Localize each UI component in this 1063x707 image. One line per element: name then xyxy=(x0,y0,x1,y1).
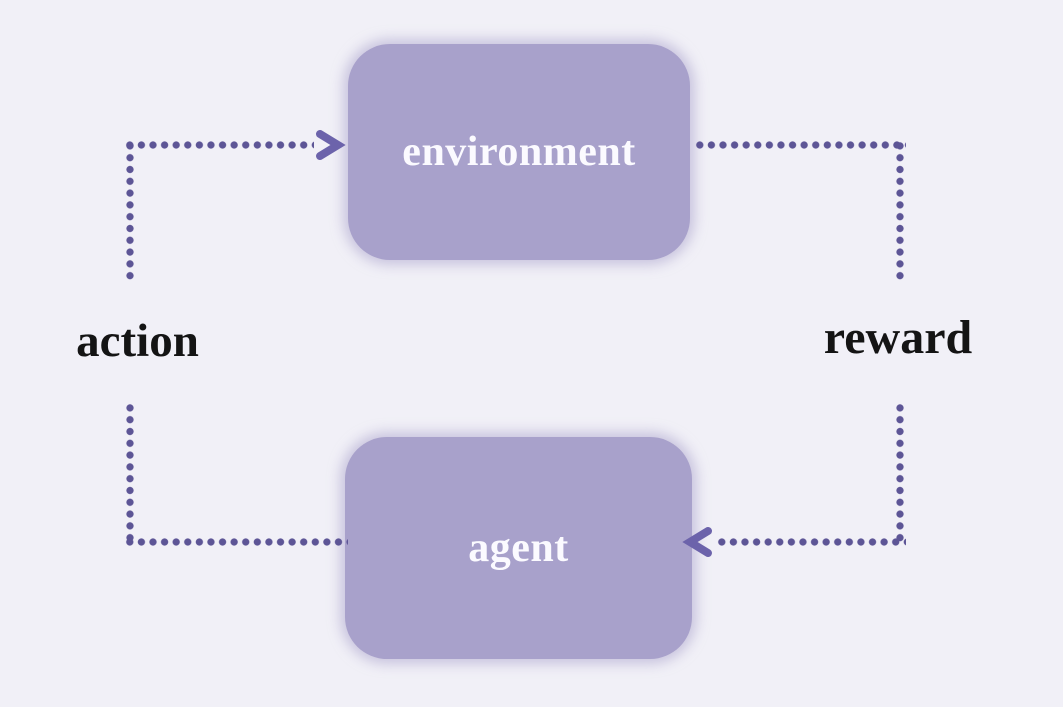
action-edge-label: action xyxy=(76,315,199,367)
arrowhead-left-icon xyxy=(682,527,712,557)
agent-node-label: agent xyxy=(468,525,569,571)
reward-edge-top-segment xyxy=(694,140,906,150)
reward-edge-label: reward xyxy=(823,311,973,364)
environment-node-label: environment xyxy=(402,129,636,175)
arrowhead-right-icon xyxy=(316,130,346,160)
action-edge-top-segment xyxy=(124,140,314,150)
environment-node: environment xyxy=(348,44,690,260)
action-edge-left-lower-segment xyxy=(125,402,135,545)
reward-edge-right-upper-segment xyxy=(895,140,905,280)
action-edge-left-upper-segment xyxy=(125,140,135,280)
reward-edge-bottom-segment xyxy=(716,537,906,547)
agent-node: agent xyxy=(345,437,692,659)
reward-edge-right-lower-segment xyxy=(895,402,905,545)
action-edge-bottom-segment xyxy=(124,537,348,547)
